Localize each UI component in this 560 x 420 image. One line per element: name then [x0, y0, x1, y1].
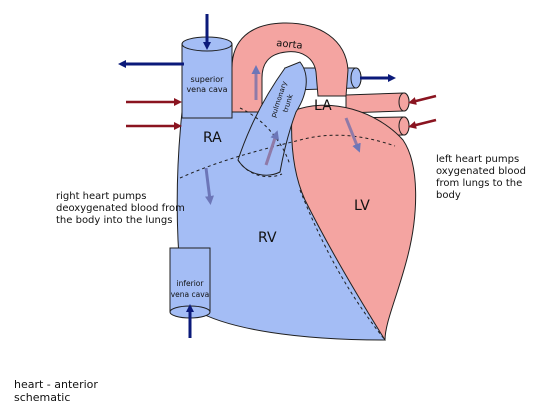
pulmonary-trunk: [237, 61, 307, 176]
internal-flow-arrows: [204, 65, 361, 205]
label-svc-2: vena cava: [186, 85, 227, 94]
label-rv: RV: [258, 230, 277, 246]
right-heart: [176, 111, 386, 341]
label-lv: LV: [354, 198, 370, 214]
label-ra: RA: [203, 130, 222, 146]
label-ivc-1: inferior: [177, 279, 205, 288]
aorta: [231, 22, 349, 113]
note-left-heart: left heart pumps oxygenated blood from l…: [436, 154, 526, 201]
label-ivc-2: vena cava: [171, 290, 210, 299]
label-aorta: aorta: [276, 38, 303, 52]
arrow-in-pulmonary-veins-icon: [126, 94, 437, 130]
label-svc-1: superior: [191, 75, 225, 84]
chamber-boundaries: [179, 107, 396, 341]
diagram-caption: heart - anterior schematic: [14, 378, 98, 404]
label-la: LA: [314, 98, 332, 114]
note-right-heart: right heart pumps deoxygenated blood fro…: [56, 191, 185, 226]
